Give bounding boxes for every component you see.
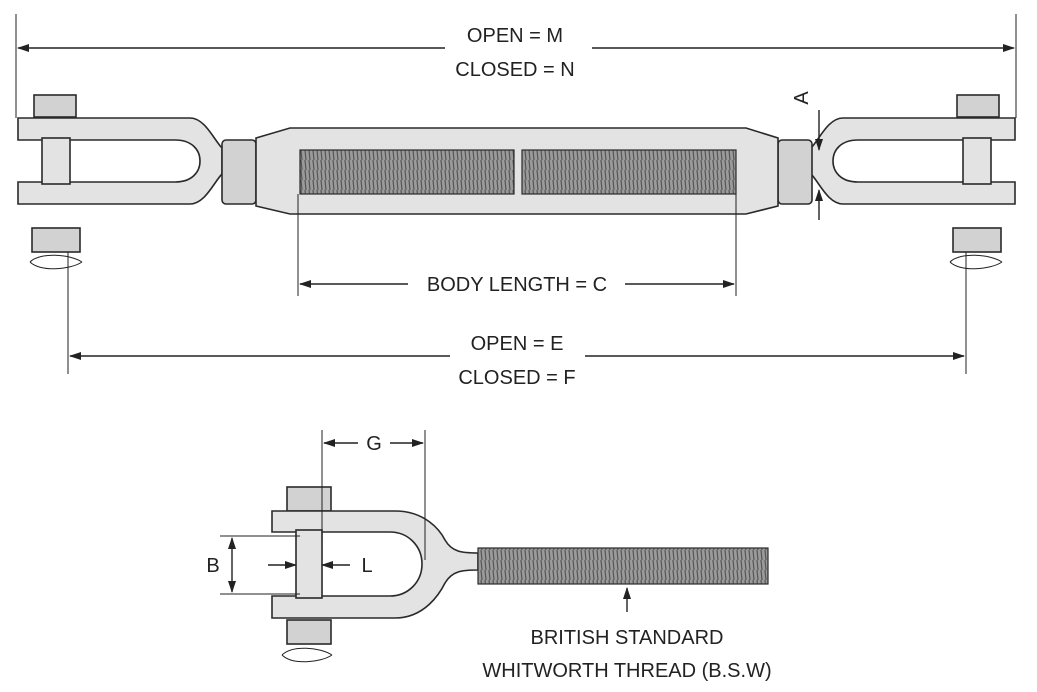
label-open-e: OPEN = E xyxy=(471,333,564,355)
dim-a: A xyxy=(791,91,823,220)
detail-nut xyxy=(286,619,332,645)
right-cotter-pin xyxy=(949,254,1003,270)
label-g: G xyxy=(366,433,382,455)
thread-callout: BRITISH STANDARD WHITWORTH THREAD (B.S.W… xyxy=(482,587,772,682)
right-nut xyxy=(952,227,1002,253)
detail-bolt-head xyxy=(286,486,332,512)
left-thread xyxy=(299,149,515,195)
dim-open-m: OPEN = M CLOSED = N xyxy=(15,14,1017,118)
right-thread xyxy=(521,149,737,195)
label-closed-f: CLOSED = F xyxy=(458,367,575,389)
right-bolt-head xyxy=(956,94,1000,118)
right-lock-nut xyxy=(777,139,813,205)
left-cotter-pin xyxy=(29,254,83,270)
left-bolt-head xyxy=(33,94,77,118)
dim-l: L xyxy=(268,555,373,577)
label-thread-line1: BRITISH STANDARD xyxy=(531,627,724,649)
right-pin xyxy=(962,137,992,185)
turnbuckle-assembly xyxy=(17,94,1016,270)
left-lock-nut xyxy=(221,139,257,205)
label-l: L xyxy=(361,555,372,577)
dim-body-length: BODY LENGTH = C xyxy=(297,194,737,296)
detail-thread xyxy=(477,547,769,585)
label-body-length: BODY LENGTH = C xyxy=(427,274,607,296)
detail-pin xyxy=(295,529,323,599)
label-closed-n: CLOSED = N xyxy=(455,59,574,81)
detail-cotter-pin xyxy=(281,647,333,663)
dim-b: B xyxy=(206,535,300,595)
dim-open-e: OPEN = E CLOSED = F xyxy=(67,252,967,389)
label-b: B xyxy=(206,555,219,577)
left-nut xyxy=(31,227,81,253)
dim-g: G xyxy=(321,430,426,560)
label-open-m: OPEN = M xyxy=(467,25,563,47)
jaw-end-detail xyxy=(271,486,769,663)
detail-jaw-body xyxy=(271,510,479,619)
right-jaw xyxy=(810,94,1016,270)
label-a: A xyxy=(791,91,813,105)
left-pin xyxy=(41,137,71,185)
label-thread-line2: WHITWORTH THREAD (B.S.W) xyxy=(482,660,771,682)
left-jaw xyxy=(17,94,223,270)
